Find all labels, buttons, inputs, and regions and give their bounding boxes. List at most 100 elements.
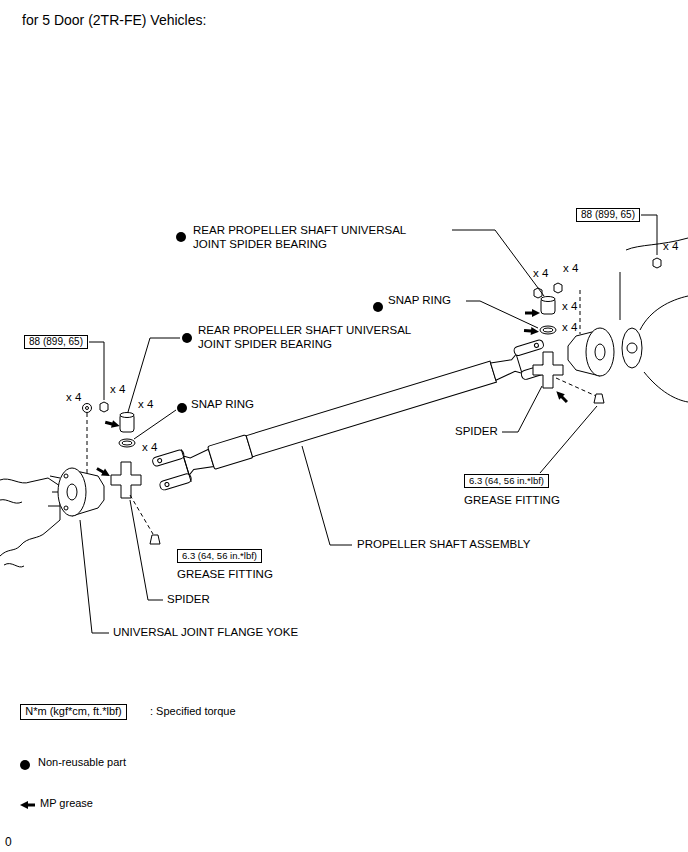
leader-line [502,386,542,432]
grease-arrows [20,309,570,809]
leader-line [130,500,163,600]
washer [86,407,89,410]
washer [83,404,92,413]
differential-outline [644,372,688,402]
leader-line [134,410,176,439]
bearing-cup [541,297,555,302]
yoke-hole [534,343,539,348]
nut [554,283,562,293]
leader-lines [80,215,657,633]
torque-value: 6.3 (64, 56 in.*lbf) [182,550,257,561]
dashed-guide [130,495,153,534]
legend-arrow [20,801,35,809]
leader-line [540,406,597,473]
dashed-guide [87,413,88,474]
snap-ring [540,326,556,334]
part-name: REAR PROPELLER SHAFT UNIVERSAL JOINT SPI… [198,324,430,352]
non-reusable-dot [373,302,383,312]
quantity: x 4 [66,391,81,405]
quantity: x 4 [663,240,678,254]
spider [533,352,563,388]
grease-fitting [594,394,604,403]
bolt-hole [64,474,68,478]
grease-arrow [525,309,540,317]
bolt-hole [64,506,68,510]
yoke-ear [513,339,544,356]
non-reusable-dot [182,333,192,343]
leader-line [452,230,544,296]
quantity: x 4 [138,398,153,412]
part-name: PROPELLER SHAFT ASSEMBLY [357,538,530,552]
part-name: UNIVERSAL JOINT FLANGE YOKE [113,626,298,640]
part-name: SPIDER [455,425,498,439]
quantity: x 4 [110,383,125,397]
snap-ring [543,328,553,332]
grease-fitting [150,535,160,544]
flange-yoke [58,468,86,516]
flange-hole [595,344,605,360]
torque-spec-box: 88 (899, 65) [576,208,640,222]
transmission-outline [0,478,60,556]
shaft-tube [246,361,496,457]
quantity: x 4 [562,321,577,335]
torque-value: 88 (899, 65) [29,336,83,348]
yoke-hole [157,458,162,463]
non-reusable-dot [177,403,187,413]
flange-yoke [586,328,614,376]
quantity: x 4 [563,262,578,276]
leader-line [128,338,180,412]
propeller-shaft [152,339,552,491]
legend-text: MP grease [40,797,93,810]
leader-line [89,342,104,400]
torque-value: N*m (kgf*cm, ft.*lbf) [25,705,122,718]
grease-arrow [554,389,570,405]
part-name: SPIDER [167,593,210,607]
quantity: x 4 [533,267,548,281]
snap-ring [119,439,135,447]
leader-line [641,215,657,255]
page-number: 0 [5,835,12,849]
torque-spec-box: 88 (899, 65) [24,335,88,349]
illustration [0,238,688,567]
differential-flange [627,343,637,353]
legend-text: : Specified torque [150,705,236,718]
part-name: SNAP RING [191,398,254,412]
nut [100,402,108,412]
shaft-neck [490,354,522,381]
transmission-outline [0,500,22,503]
page-title: for 5 Door (2TR-FE) Vehicles: [22,12,206,29]
torque-spec-box: 6.3 (64, 56 in.*lbf) [464,474,549,488]
differential-outline [640,296,688,330]
non-reusable-dot [176,232,186,242]
dashed-guide [580,290,581,334]
differential-flange [622,328,642,368]
part-name: GREASE FITTING [464,494,560,508]
yoke-ear [159,473,192,491]
torque-value: 6.3 (64, 56 in.*lbf) [469,475,544,486]
part-name: REAR PROPELLER SHAFT UNIVERSAL JOINT SPI… [193,224,425,252]
bearing-cup [120,413,134,418]
legend-text: Non-reusable part [38,756,126,769]
part-name: SNAP RING [388,294,451,308]
leader-line [80,520,109,633]
legend-sample-box: N*m (kgf*cm, ft.*lbf) [20,704,127,720]
snap-ring [122,441,132,445]
torque-spec-box: 6.3 (64, 56 in.*lbf) [177,549,262,563]
nut [653,258,661,268]
torque-value: 88 (899, 65) [581,209,635,221]
grease-arrow [524,326,540,335]
quantity: x 4 [142,441,157,455]
quantity: x 4 [562,300,577,314]
yoke-base [181,449,191,482]
yoke-hole [164,482,169,487]
spider [111,462,141,498]
differential-outline [620,272,621,320]
transmission-outline [4,564,24,567]
grease-arrow [104,418,121,430]
part-name: GREASE FITTING [177,568,273,582]
non-reusable-marks [20,232,383,770]
bolt [534,288,542,298]
